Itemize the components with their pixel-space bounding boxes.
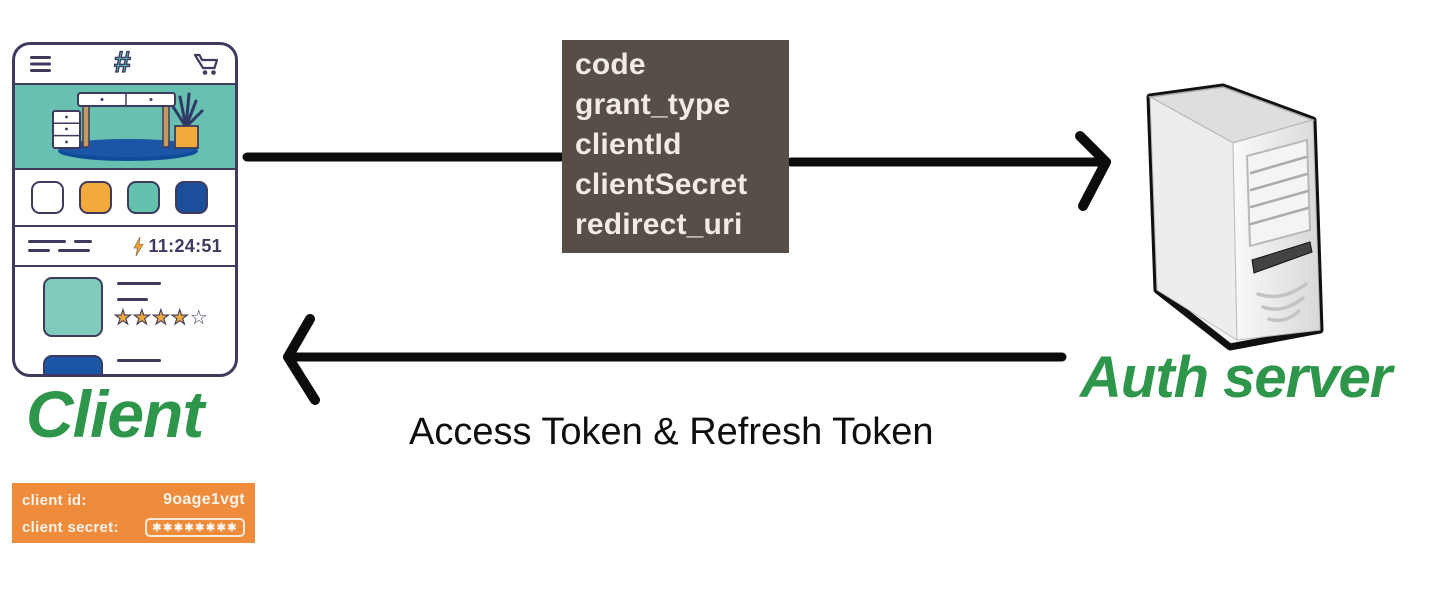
star-empty: ☆ (189, 307, 209, 329)
client-id-value: 9oage1vgt (163, 491, 245, 508)
client-secret-value: ✱✱✱✱✱✱✱✱ (145, 518, 245, 537)
plant-icon (170, 92, 204, 129)
server-tower-icon (1146, 83, 1324, 351)
stars-filled: ★★★★ (113, 306, 190, 329)
buy-button-placeholder (43, 355, 103, 374)
info-row: 11:24:51 (15, 227, 235, 267)
client-id-label: client id: (22, 491, 87, 509)
hamburger-menu-icon (30, 56, 51, 72)
server-to-client-arrow (283, 314, 1067, 405)
param-grant-type: grant_type (575, 88, 731, 121)
product-card: ★★★★☆ (15, 267, 235, 374)
app-header: # (15, 45, 235, 85)
params-to-server-arrow (786, 131, 1111, 211)
client-secret-label: client secret: (22, 519, 119, 536)
auth-server-label: Auth server (1080, 345, 1392, 410)
app-logo-icon: # (114, 46, 132, 79)
product-image-placeholder (43, 277, 103, 337)
swatch-teal (127, 181, 160, 214)
cart-icon (193, 53, 219, 75)
client-label: Client (26, 377, 204, 451)
text-line (117, 359, 161, 362)
color-swatch-row (15, 170, 235, 227)
timer-value: 11:24:51 (148, 235, 222, 256)
client-credentials-box: client id: 9oage1vgt client secret: ✱✱✱✱… (12, 483, 255, 543)
text-line (117, 298, 148, 301)
param-code: code (575, 48, 646, 81)
text-placeholder-lines (28, 240, 92, 252)
text-line (117, 282, 161, 285)
access-refresh-token-label: Access Token & Refresh Token (409, 411, 934, 453)
swatch-white (31, 181, 64, 214)
furniture-scene-illustration (52, 92, 204, 161)
star-rating: ★★★★☆ (113, 306, 209, 329)
token-request-params-box: code grant_type clientId clientSecret re… (562, 40, 789, 253)
swatch-blue (175, 181, 208, 214)
swatch-orange (79, 181, 112, 214)
hero-illustration (15, 85, 235, 170)
lightning-icon (132, 236, 144, 256)
param-client-id: clientId (575, 128, 682, 161)
param-redirect-uri: redirect_uri (575, 208, 743, 241)
client-app-mockup: # (12, 42, 238, 377)
param-client-secret: clientSecret (575, 168, 748, 201)
